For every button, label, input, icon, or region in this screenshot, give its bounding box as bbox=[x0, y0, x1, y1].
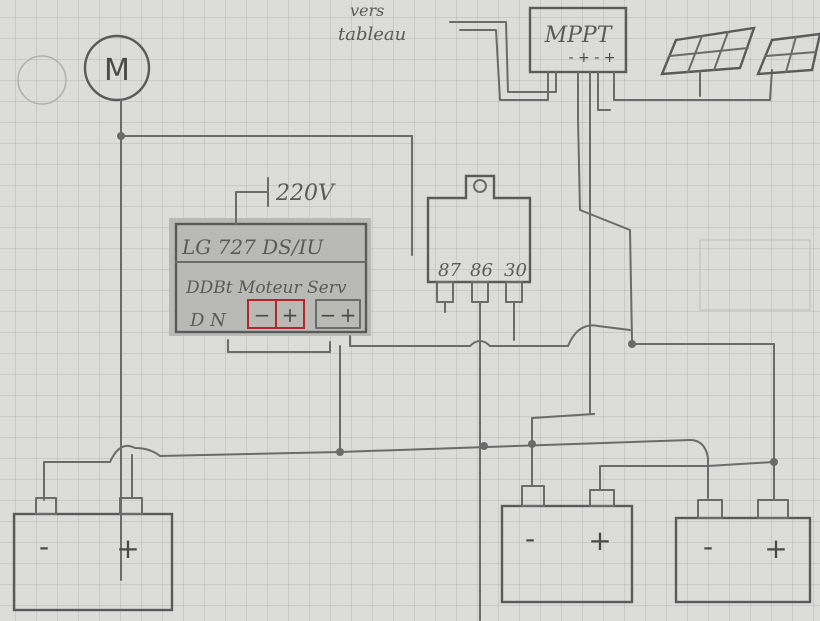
motor-terminal-plus: + bbox=[282, 303, 299, 327]
solar-panel-2 bbox=[756, 32, 820, 76]
motor: M bbox=[83, 34, 151, 102]
solar-panel-2-grid-b bbox=[765, 51, 817, 57]
wire-right-bat-minus bbox=[689, 439, 709, 499]
wire-mppt-minus bbox=[589, 71, 595, 415]
wire-mppt-pv-minus bbox=[597, 71, 611, 111]
solar-panel-1-frame bbox=[660, 26, 756, 76]
controller-shade bbox=[169, 218, 371, 336]
controller-model: LG 727 DS/IU bbox=[181, 235, 325, 259]
battery-left-minus: - bbox=[39, 530, 49, 563]
controller: LG 727 DS/IU DDBt Moteur Serv D N − + − … bbox=[169, 218, 371, 336]
battery-middle-body bbox=[500, 504, 634, 604]
battery-right-terminal-plus bbox=[757, 499, 789, 519]
battery-right-terminal-minus bbox=[697, 499, 723, 519]
battery-middle-minus: - bbox=[525, 522, 535, 555]
wire-mppt-pv-plus bbox=[613, 69, 773, 101]
controller-row-labels: DDBt Moteur Serv bbox=[185, 278, 347, 298]
relay-leg-86 bbox=[471, 281, 489, 303]
solar-panel-1-grid-c bbox=[669, 47, 749, 57]
junction-lower-2 bbox=[480, 442, 488, 450]
wire-mppt-to-tableau-2 bbox=[449, 21, 557, 93]
relay-mount-hole bbox=[473, 179, 487, 193]
wire-to-mppt-return bbox=[531, 413, 595, 445]
wire-bat-plus-link bbox=[599, 461, 775, 491]
serv-terminal-plus: + bbox=[340, 303, 357, 327]
relay-leg-87 bbox=[436, 281, 454, 303]
serv-terminal-block bbox=[315, 299, 361, 329]
solar-panel-2-frame bbox=[756, 32, 820, 76]
wire-controller-out bbox=[227, 339, 331, 353]
battery-right-plus: + bbox=[764, 532, 787, 565]
battery-left-terminal-plus bbox=[119, 497, 143, 515]
battery-right: - + bbox=[674, 499, 812, 604]
wire-left-battery-top bbox=[43, 444, 341, 501]
controller-voltage: 220V bbox=[275, 181, 336, 206]
relay-leg-30 bbox=[505, 281, 523, 303]
battery-middle-plus: + bbox=[588, 524, 611, 557]
battery-left-plus: + bbox=[116, 532, 139, 565]
wire-mppt-plus bbox=[577, 71, 633, 341]
battery-middle: - + bbox=[500, 485, 634, 604]
controller-bottom-left: D N bbox=[189, 310, 227, 331]
relay-body bbox=[426, 174, 532, 284]
wire-mppt-to-tableau bbox=[459, 29, 549, 101]
relay: 87 86 30 bbox=[426, 174, 532, 303]
battery-left-terminal-minus bbox=[35, 497, 57, 515]
note-line2: tableau bbox=[338, 24, 406, 45]
mppt-label: MPPT bbox=[544, 23, 614, 48]
wire-220v bbox=[235, 191, 269, 225]
battery-middle-terminal-minus bbox=[521, 485, 545, 507]
motor-circle bbox=[83, 34, 151, 102]
wire-lower-bus bbox=[339, 439, 691, 453]
motor-label: M bbox=[104, 53, 130, 88]
wire-mid-bus bbox=[349, 324, 631, 347]
battery-middle-terminal-plus bbox=[589, 489, 615, 507]
serv-terminal-minus: − bbox=[320, 303, 337, 327]
solar-panel-1 bbox=[660, 26, 756, 97]
erased-sketch bbox=[699, 239, 811, 311]
erased-circle bbox=[17, 55, 67, 105]
battery-right-body bbox=[674, 516, 812, 604]
controller-box bbox=[174, 222, 368, 334]
mppt: MPPT - + - + bbox=[528, 6, 628, 74]
relay-pin-86: 86 bbox=[470, 260, 493, 281]
battery-left: - + bbox=[12, 454, 174, 612]
battery-right-minus: - bbox=[703, 530, 713, 563]
motor-terminal-minus: − bbox=[254, 303, 271, 327]
battery-left-body bbox=[12, 512, 174, 612]
mppt-terminals: - + - + bbox=[569, 50, 616, 66]
relay-pin-30: 30 bbox=[504, 260, 527, 281]
relay-pin-87: 87 bbox=[438, 260, 461, 281]
note-line1: vers bbox=[350, 1, 384, 20]
